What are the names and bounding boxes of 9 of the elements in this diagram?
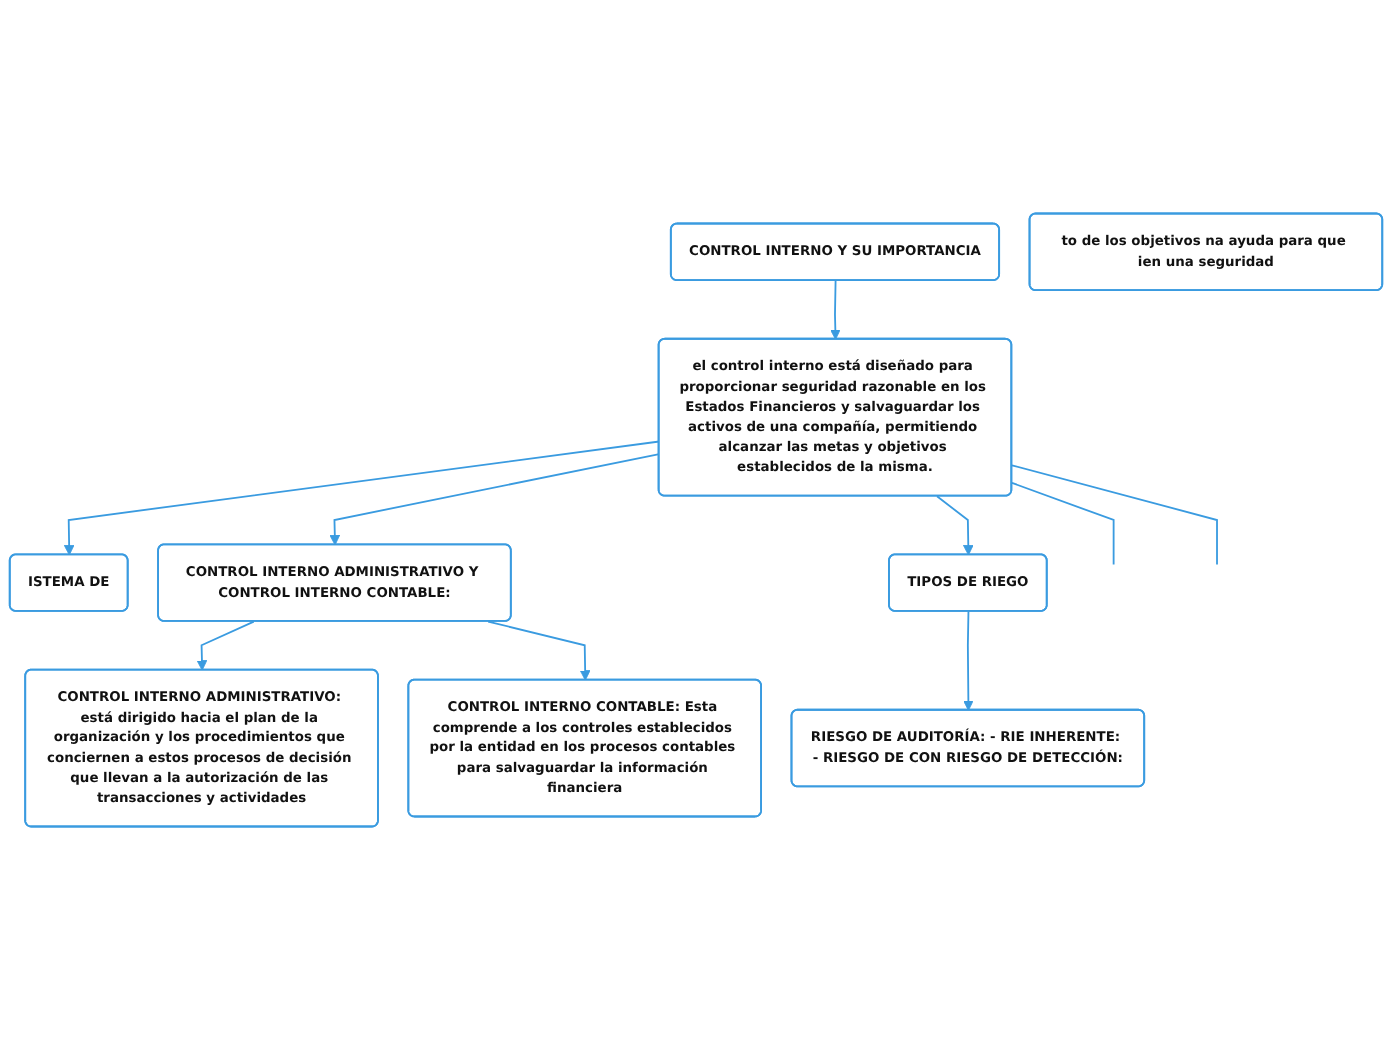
arrow (963, 610, 974, 711)
connector (1011, 464, 1218, 566)
arrow (63, 440, 661, 556)
arrow (936, 495, 974, 556)
connector (1011, 481, 1115, 566)
arrow (830, 279, 841, 340)
arrow (196, 620, 255, 671)
arrow (329, 453, 661, 546)
arrow (487, 620, 591, 681)
